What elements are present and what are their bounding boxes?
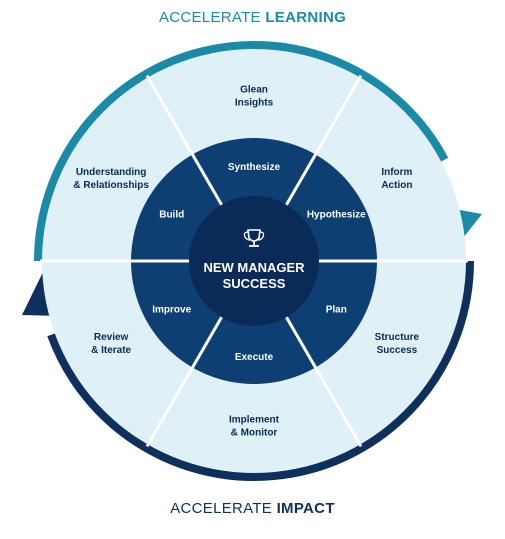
top-heading-emphasis: LEARNING [265, 9, 347, 26]
outer-ring-dividers [40, 74, 468, 448]
outer-divider-line [145, 364, 196, 448]
outer-divider-line [145, 74, 196, 158]
accelerate-learning-heading: ACCELERATE LEARNING [0, 9, 505, 26]
outer-label-line: Action [381, 180, 412, 191]
inner-label-execute: Execute [235, 352, 274, 363]
outer-label-line: & Monitor [231, 428, 278, 439]
accelerate-impact-heading: ACCELERATE IMPACT [0, 500, 505, 517]
inner-label-build: Build [159, 210, 184, 221]
bottom-heading-emphasis: IMPACT [276, 500, 335, 517]
outer-label-line: Success [377, 345, 418, 356]
outer-label-line: & Relationships [73, 180, 149, 191]
inner-divider-line [282, 312, 318, 370]
outer-label-review-iterate: Review & Iterate [91, 332, 131, 356]
accelerate-learning-arrow [34, 41, 449, 262]
inner-label-synthesize: Synthesize [228, 162, 281, 173]
trophy-icon [243, 229, 265, 247]
accelerate-impact-arrow [47, 260, 474, 481]
outer-label-line: Structure [375, 332, 420, 343]
outer-label-implement-monitor: Implement & Monitor [229, 415, 280, 439]
outer-label-line: Inform [381, 167, 412, 178]
center-circle [189, 196, 319, 326]
inner-divider-line [190, 312, 226, 370]
inner-divider-line [190, 152, 226, 210]
outer-label-line: Implement [229, 415, 280, 426]
center-title-line2: SUCCESS [223, 276, 286, 291]
outer-label-line: Understanding [76, 167, 147, 178]
outer-label-line: Insights [235, 98, 274, 109]
outer-divider-line [312, 364, 363, 448]
inner-label-improve: Improve [152, 305, 191, 316]
inner-label-hypothesize: Hypothesize [307, 210, 366, 221]
inner-label-plan: Plan [326, 305, 347, 316]
outer-label-understanding-relationships: Understanding & Relationships [73, 167, 149, 191]
outer-label-line: Glean [240, 85, 268, 96]
inner-divider-line [282, 152, 318, 210]
bottom-heading-prefix: ACCELERATE [170, 500, 277, 517]
outer-label-line: Review [94, 332, 129, 343]
center-title-line1: NEW MANAGER [203, 260, 305, 275]
top-heading-prefix: ACCELERATE [158, 9, 266, 26]
outer-label-line: & Iterate [91, 345, 131, 356]
inner-ring-dividers [130, 152, 378, 370]
outer-divider-line [312, 74, 363, 158]
